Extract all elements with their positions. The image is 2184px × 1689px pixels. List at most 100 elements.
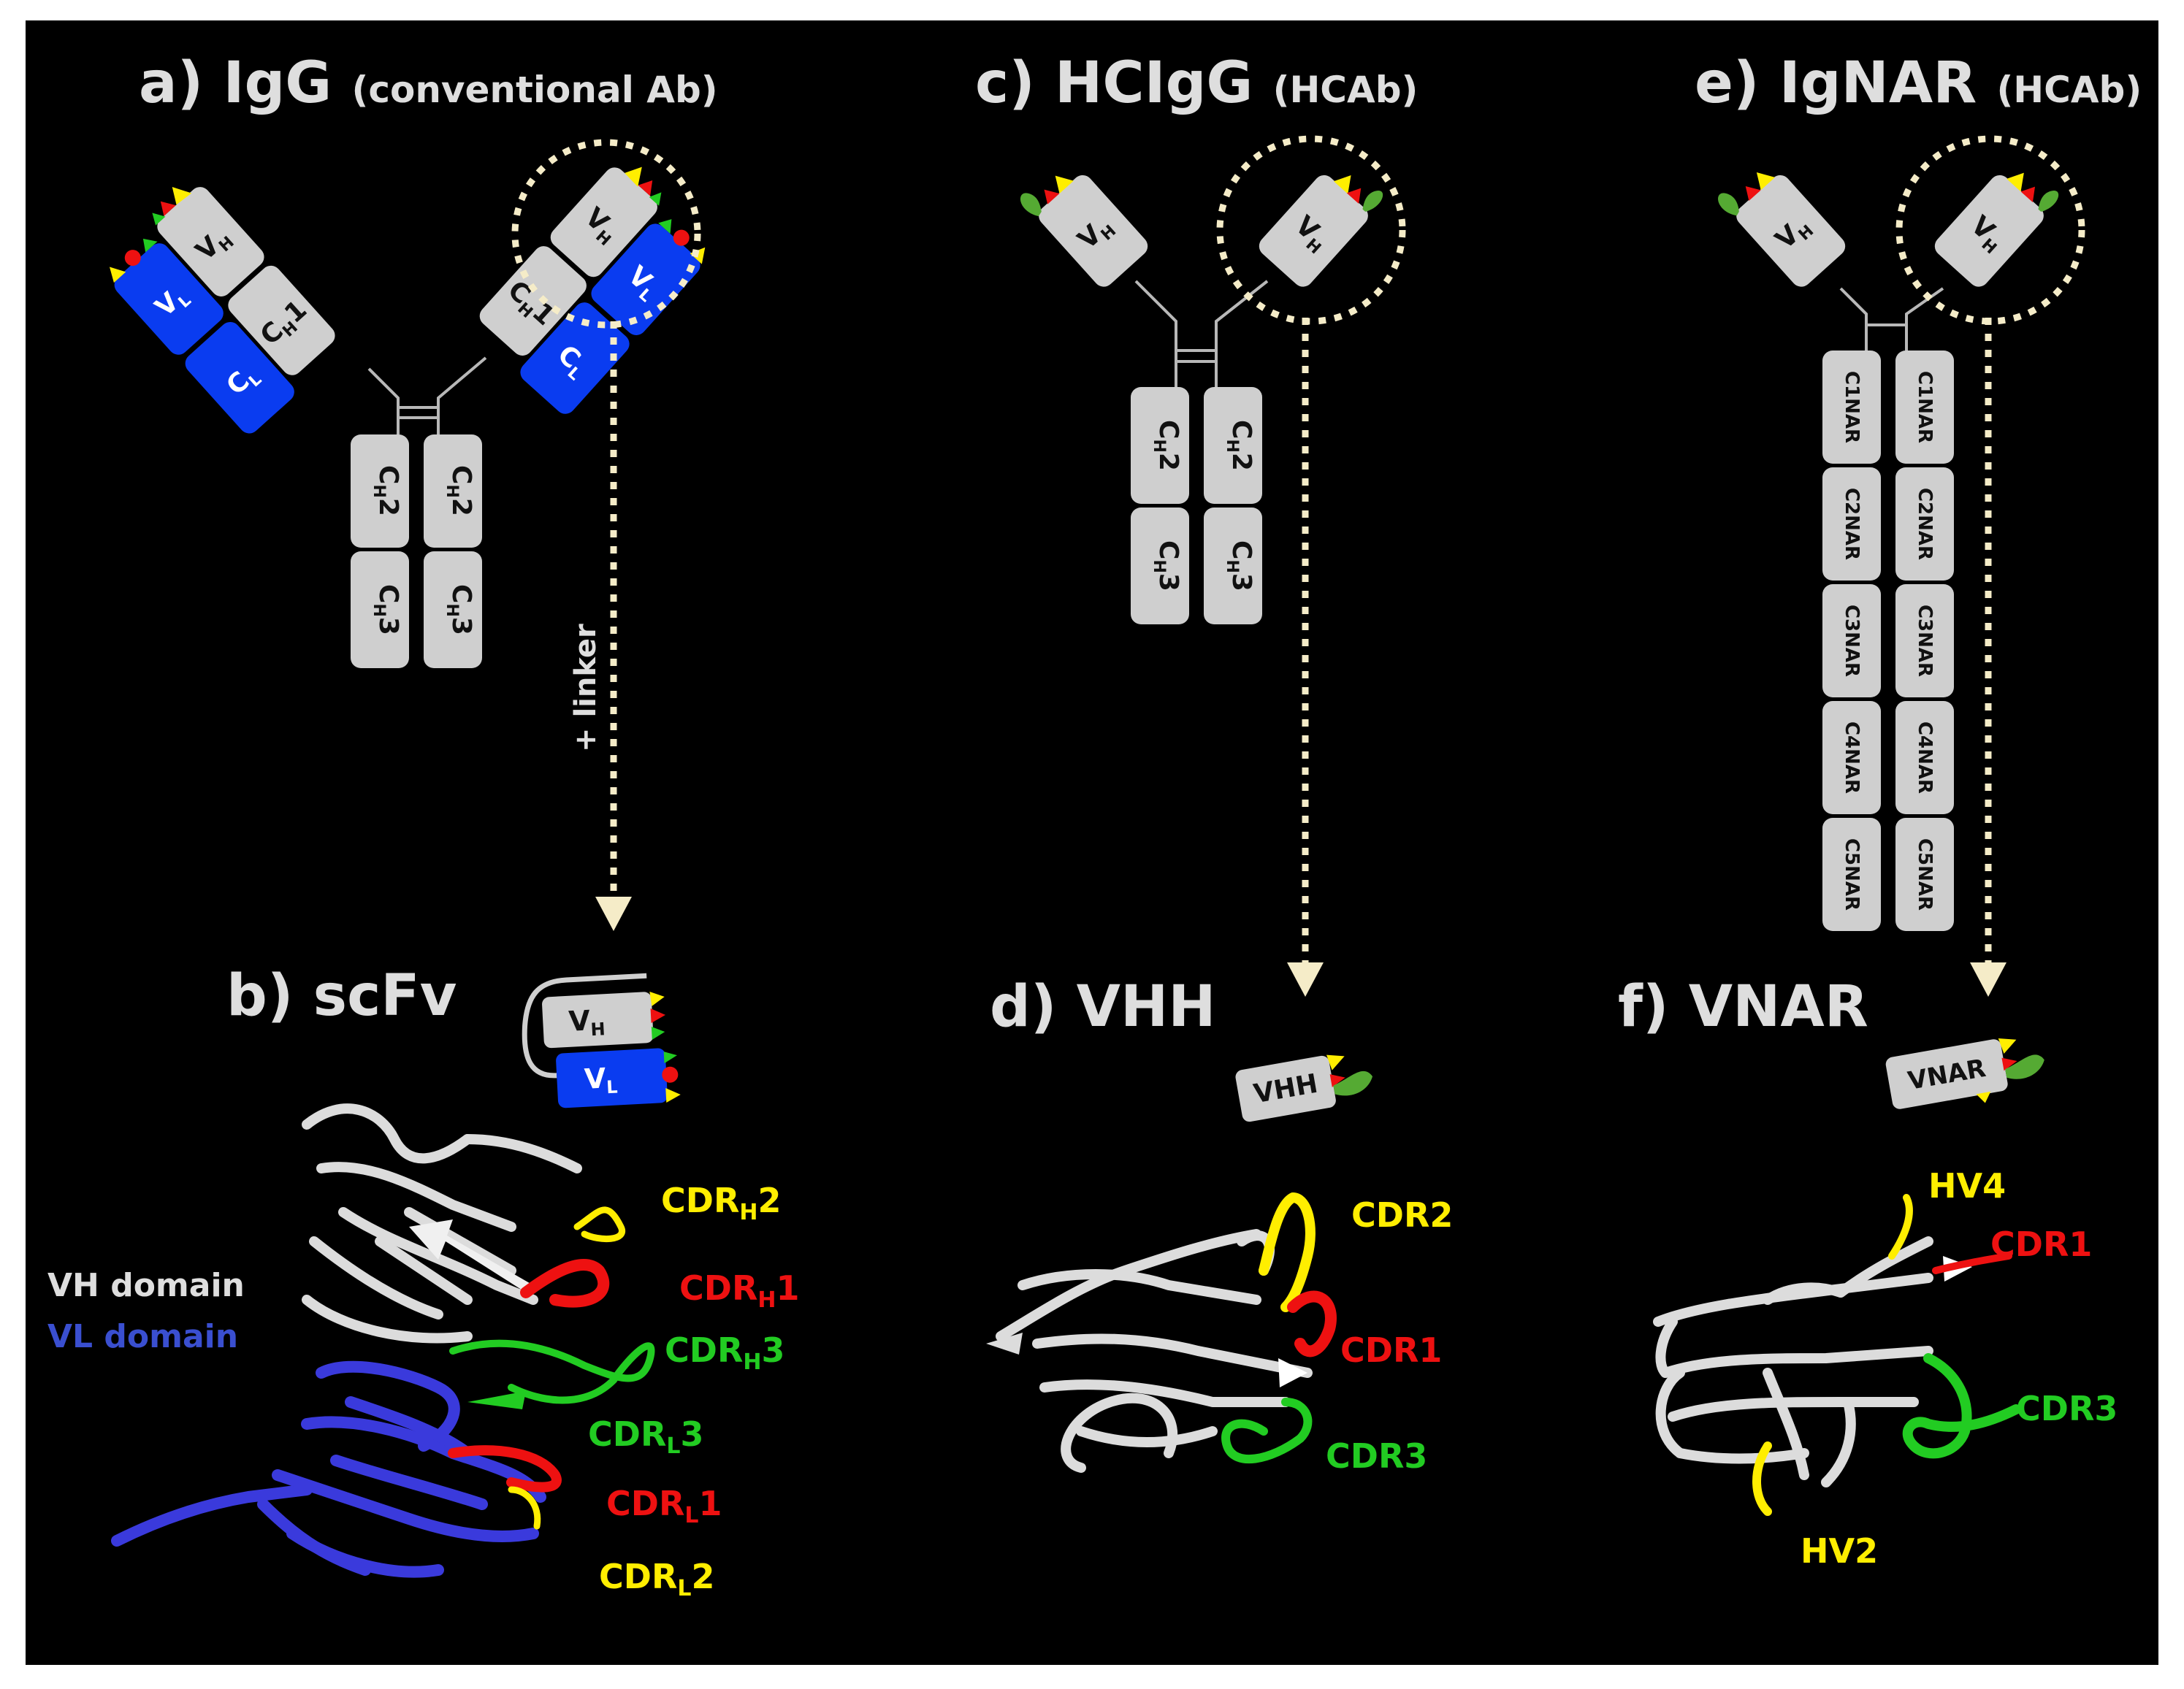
igg-to-scfv-arrowhead — [595, 897, 632, 931]
igg-left-vh-cdr-yellow — [172, 187, 192, 205]
svg-text:CH2: CH2 — [370, 465, 403, 516]
igg-left-cl: CL — [185, 321, 294, 434]
igg-fc-right-ch3: CH3 — [424, 551, 482, 668]
igg-right-vh: VH — [550, 167, 657, 277]
scfv-vl-cdr-red — [662, 1066, 679, 1083]
scfv-vh: VH — [542, 992, 654, 1049]
vhh-cdr-red — [1329, 1074, 1345, 1087]
hcigg-vh-highlight-circle — [1216, 135, 1406, 325]
vhh-cdr2-label: CDR2 — [1351, 1195, 1453, 1235]
vhh-arrow-left — [986, 1333, 1023, 1355]
igg-hinge-right — [437, 356, 487, 434]
panel-b-title: b) scFv — [226, 963, 457, 1029]
hcigg-hinge-left — [1134, 280, 1177, 387]
vhh-schematic: VHH — [1235, 1054, 1373, 1122]
scfv-cdrh1-loop — [520, 1259, 610, 1308]
ignar-c4nar-right: C4NAR — [1895, 701, 1954, 814]
igg-fc-left-ch2: CH2 — [351, 434, 409, 548]
vhh-cdr1-label: CDR1 — [1340, 1330, 1442, 1370]
igg-right-vh-cdr-red — [638, 180, 653, 196]
vnar-cdr3-label: CDR3 — [2016, 1389, 2118, 1428]
legend-vl-domain: VL domain — [47, 1318, 238, 1355]
scfv-cdrl1-loop — [448, 1445, 562, 1493]
igg-right-vh-cdr-yellow — [625, 166, 642, 187]
scfv-vh-ribbon — [302, 1103, 582, 1344]
ignar-domain-label: C1NAR — [1841, 371, 1863, 443]
igg-hinge-left — [367, 367, 400, 434]
svg-text:VL: VL — [584, 1062, 618, 1099]
igg-left-vl-cdr-yellow — [109, 267, 126, 283]
hcigg-left-vh-cdr-green — [1020, 193, 1042, 217]
igg-right-cl: CL — [520, 302, 630, 414]
vnar-cdr1-loop — [1932, 1252, 2012, 1274]
ignar-domain-label: C3NAR — [1841, 605, 1863, 677]
ignar-right-vh: VH — [1934, 172, 2059, 287]
hcigg-fc-left-ch2: CH2 — [1131, 387, 1189, 504]
panel-c-title: c) HCIgG (HCAb) — [975, 50, 1418, 116]
ignar-c3nar-right: C3NAR — [1895, 584, 1954, 697]
ignar-to-vnar-arrowhead — [1970, 962, 2007, 997]
igg-right-vh-cdr-green — [649, 192, 662, 206]
svg-text:CH2: CH2 — [1223, 420, 1256, 471]
vnar-cdr1-label: CDR1 — [1990, 1225, 2092, 1264]
svg-text:CH3: CH3 — [443, 584, 476, 635]
legend-vh-domain: VH domain — [47, 1267, 245, 1304]
svg-text:CH3: CH3 — [1223, 540, 1256, 591]
igg-right-vl-cdr-green — [658, 219, 672, 234]
igg-fc-right-ch2: CH2 — [424, 434, 482, 548]
hcigg-left-vh-cdr-red — [1044, 189, 1060, 204]
ignar-domain-label: C3NAR — [1914, 605, 1936, 677]
vnar-cdr-yellow — [1998, 1038, 2017, 1054]
scfv-cdrl3-label: CDRL3 — [588, 1414, 704, 1459]
igg-right-vl: VL — [591, 223, 700, 335]
vnar-hv4-loop — [1888, 1194, 1913, 1260]
igg-left-vh-cdr-green — [152, 212, 166, 226]
ignar-left-vh: VH — [1718, 172, 1846, 287]
svg-text:CH2: CH2 — [1150, 420, 1183, 471]
hcigg-right-vh-cdr-green — [1362, 190, 1383, 212]
vnar-hv4-label: HV4 — [1928, 1166, 2006, 1206]
figure-background — [26, 20, 2158, 1665]
vhh-cdr3-loop — [1221, 1398, 1313, 1464]
igg-left-vl-cdr-green — [142, 238, 158, 253]
igg-structure: VH CH1 VL CL — [109, 139, 706, 931]
igg-left-ch1: CH1 — [228, 265, 335, 375]
ignar-left-vh-cdr-red — [1745, 185, 1761, 202]
scfv-cdrh2-label: CDRH2 — [661, 1181, 782, 1225]
hcigg-right-vh: VH — [1259, 175, 1383, 287]
scfv-cdrl2-loop — [508, 1486, 541, 1530]
vnar-hv2-label: HV2 — [1801, 1531, 1878, 1571]
igg-right-vl-cdr-red — [673, 229, 690, 246]
vnar-ribbon-structure — [1653, 1194, 2021, 1516]
scfv-cdrh2-loop — [573, 1206, 625, 1243]
igg-fc-left-ch3: CH3 — [351, 551, 409, 668]
scfv-vh-arrow — [409, 1219, 533, 1292]
panel-a-title: a) IgG (conventional Ab) — [139, 50, 718, 116]
ignar-hinge-left — [1839, 287, 1868, 351]
linker-label: + linker — [569, 624, 603, 752]
igg-left-vl: VL — [114, 243, 224, 355]
vhh-cdr-yellow — [1326, 1054, 1345, 1071]
hcigg-left-vh-cdr-yellow — [1055, 175, 1074, 194]
vhh-cdr1-loop — [1287, 1290, 1337, 1357]
hcigg-right-vh-cdr-red — [1346, 188, 1362, 204]
vhh-ribbon-structure — [986, 1192, 1337, 1473]
scfv-cdrl2-label: CDRL2 — [599, 1557, 715, 1601]
vhh-cdr-green — [1333, 1071, 1373, 1096]
scfv-cdrh1-label: CDRH1 — [679, 1268, 800, 1313]
ignar-domain-label: C5NAR — [1841, 838, 1863, 911]
panel-f-title: f) VNAR — [1618, 974, 1868, 1040]
scfv-cdrl3-arrow — [467, 1391, 526, 1409]
scfv-vh-cdr-green — [651, 1026, 665, 1040]
hcigg-structure: VH VH CH2 CH2 CH3 CH3 — [1020, 135, 1406, 997]
ignar-c5nar-left: C5NAR — [1822, 818, 1881, 931]
igg-left-vh-cdr-red — [160, 201, 176, 216]
ignar-c4nar-left: C4NAR — [1822, 701, 1881, 814]
scfv-vh-cdr-yellow — [649, 992, 665, 1006]
scfv-vh-cdr-red — [650, 1008, 666, 1023]
vhh-cdr2-loop — [1259, 1192, 1316, 1312]
svg-text:CH3: CH3 — [370, 584, 403, 635]
vnar-cdr3-loop — [1902, 1353, 2021, 1459]
hcigg-fc-right-ch2: CH2 — [1204, 387, 1262, 504]
ignar-c1nar-right: C1NAR — [1895, 351, 1954, 464]
